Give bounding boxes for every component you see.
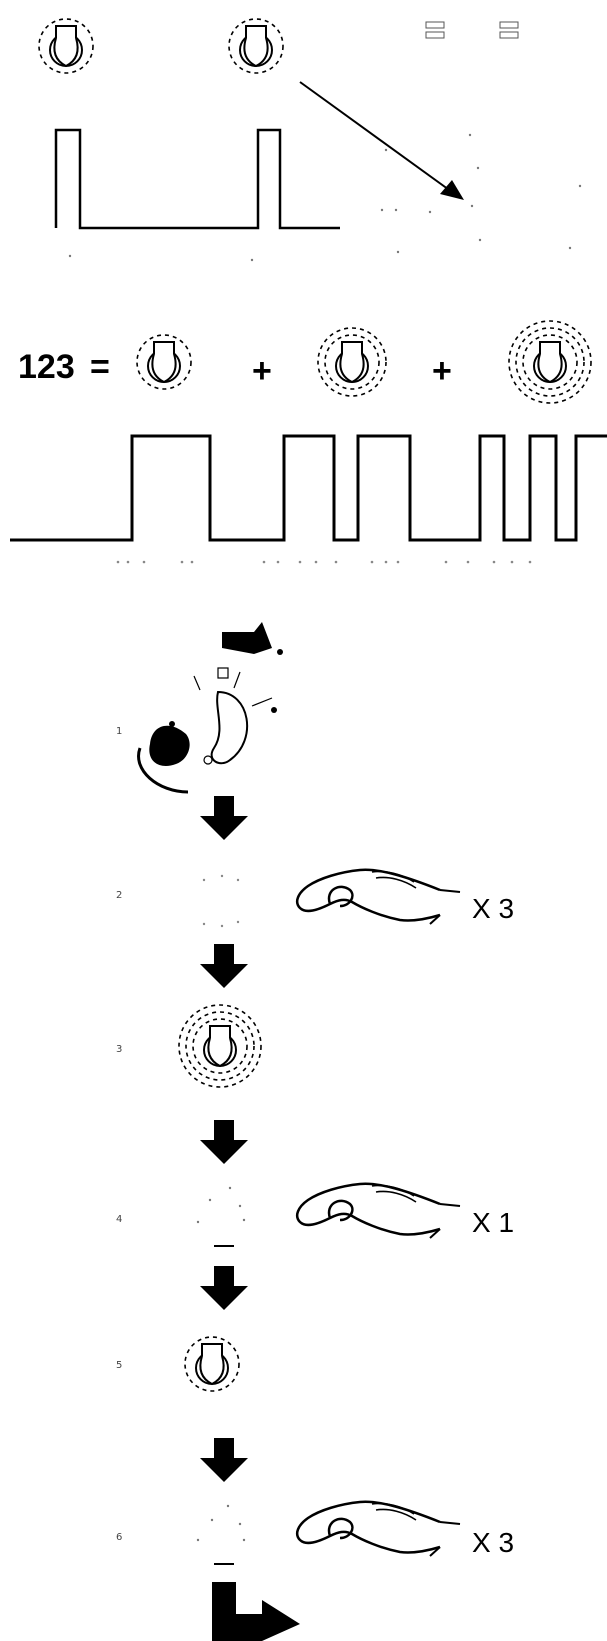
lamp-icon: [228, 18, 284, 74]
step-number: 1: [116, 726, 122, 737]
arrow-return-icon: [212, 1582, 300, 1641]
lamp-icon: [508, 320, 592, 404]
formula-plus: +: [252, 352, 272, 390]
switch-turn-icon: [137, 622, 283, 794]
arrow-down-icon: [200, 1438, 248, 1482]
lamp-icon: [178, 1004, 262, 1088]
pointer-arrow: [299, 81, 464, 200]
faint-marks: [196, 1186, 246, 1247]
step-number: 5: [116, 1360, 122, 1371]
lamp-icon: [38, 18, 94, 74]
arrow-down-icon: [200, 1120, 248, 1164]
formula-equals: =: [90, 348, 110, 386]
step-number: 2: [116, 890, 122, 901]
arrow-down-icon: [200, 1266, 248, 1310]
step-number: 6: [116, 1532, 122, 1543]
pulse-waveform: [10, 434, 607, 542]
multiplier-label: X 3: [472, 893, 514, 924]
small-symbols: [425, 21, 519, 39]
multiplier-label: X 3: [472, 1527, 514, 1558]
faint-marks: [196, 1504, 246, 1565]
formula-plus: +: [432, 352, 452, 390]
step-number: 4: [116, 1214, 122, 1225]
arrow-down-icon: [200, 796, 248, 840]
lamp-icon: [184, 1336, 240, 1392]
faint-marks: [68, 133, 582, 262]
pulse-waveform: [54, 128, 340, 230]
step-number: 3: [116, 1044, 122, 1055]
hand-icon: [295, 1500, 462, 1558]
lamp-icon: [317, 327, 387, 397]
formula-lhs: 123: [18, 348, 75, 386]
faint-marks: [202, 874, 240, 928]
arrow-down-icon: [200, 944, 248, 988]
faint-marks: [116, 560, 532, 564]
hand-icon: [295, 868, 462, 926]
multiplier-label: X 1: [472, 1207, 514, 1238]
hand-icon: [295, 1182, 462, 1240]
lamp-icon: [136, 334, 192, 390]
